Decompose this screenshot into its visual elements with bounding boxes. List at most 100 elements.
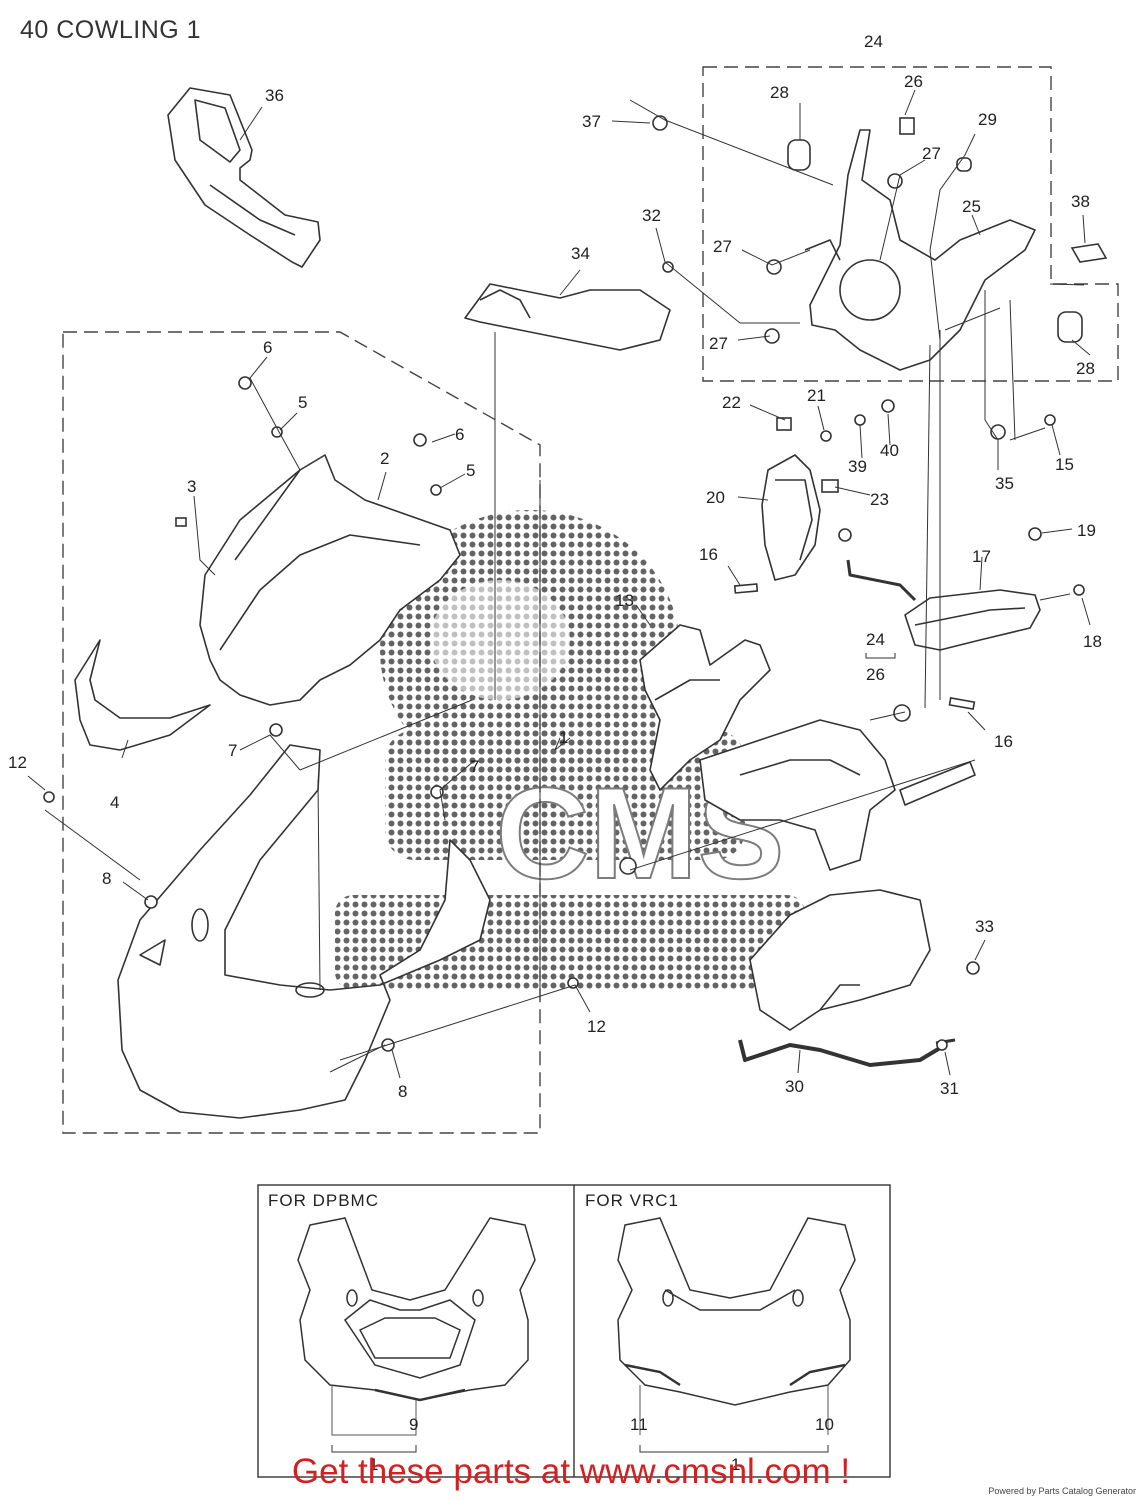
clip-22 [776, 417, 792, 431]
grommet-3 [175, 517, 187, 527]
callout-34: 34 [571, 244, 590, 263]
nut-8a [144, 895, 158, 909]
sub-assembly-bracket [865, 653, 896, 659]
pin-16b [948, 697, 976, 710]
callout-7a: 7 [228, 741, 237, 760]
callout-labels: 36 34 6 5 6 5 2 3 4 7 7 12 8 8 12 1 24 3… [8, 32, 1102, 1101]
nut-27b [764, 328, 780, 344]
trim-part [74, 639, 211, 751]
stay-part [699, 719, 896, 871]
screw-39 [854, 414, 866, 426]
screw-18 [1073, 584, 1085, 596]
variant-label-dpbmc: FOR DPBMC [268, 1191, 379, 1210]
nut-19 [1028, 527, 1042, 541]
callout-27b: 27 [709, 334, 728, 353]
callout-18: 18 [1083, 632, 1102, 651]
cowling-vrc1-drawing [617, 1217, 856, 1406]
callout-19: 19 [1077, 521, 1096, 540]
callout-24-top: 24 [864, 32, 883, 51]
callout-28b: 28 [1076, 359, 1095, 378]
callout-26a: 26 [904, 72, 923, 91]
callout-9: 9 [409, 1415, 418, 1434]
variant-label-vrc1: FOR VRC1 [585, 1191, 679, 1210]
callout-6b: 6 [455, 425, 464, 444]
bolt-6a [238, 376, 252, 390]
callout-12b: 12 [587, 1017, 606, 1036]
callout-29: 29 [978, 110, 997, 129]
powered-by-text: Powered by Parts Catalog Generator [988, 1486, 1136, 1496]
callout-10: 10 [815, 1415, 834, 1434]
screw-15 [1044, 414, 1056, 426]
callout-16a: 16 [699, 545, 718, 564]
callout-17: 17 [972, 547, 991, 566]
callout-5a: 5 [298, 393, 307, 412]
callout-5b: 5 [466, 461, 475, 480]
callout-6a: 6 [263, 338, 272, 357]
callout-33: 33 [975, 917, 994, 936]
nut-37 [652, 115, 668, 131]
washer-5b [430, 484, 442, 496]
callout-23: 23 [870, 490, 889, 509]
clip-26 [899, 117, 915, 135]
footer-link[interactable]: Get these parts at www.cmsnl.com ! [291, 1452, 851, 1491]
callout-16b: 16 [994, 732, 1013, 751]
callout-3: 3 [187, 477, 196, 496]
screw-12a [43, 791, 55, 803]
page-title: 40 COWLING 1 [20, 16, 202, 44]
nut-27a [766, 259, 782, 275]
variant-panel: FOR DPBMC FOR VRC1 9 1 11 10 1 [257, 1184, 891, 1478]
callout-11: 11 [630, 1415, 648, 1434]
screw-21 [820, 430, 832, 442]
screw-7a [269, 723, 283, 737]
leader-lines [27, 89, 1091, 1079]
callout-32: 32 [642, 206, 661, 225]
cowling-part [117, 744, 491, 1119]
callout-20: 20 [706, 488, 725, 507]
callout-28a: 28 [770, 83, 789, 102]
damper-28a [787, 139, 811, 171]
callout-27c: 27 [922, 144, 941, 163]
clip-23 [821, 479, 839, 493]
mirror-part [167, 87, 321, 268]
callout-8b: 8 [398, 1082, 407, 1101]
callout-1-vrc1: 1 [731, 1455, 740, 1474]
mirror-cover-part [464, 283, 671, 351]
callout-12a: 12 [8, 753, 27, 772]
callout-1-main: 1 [559, 728, 568, 747]
nut-27c [887, 173, 903, 189]
callout-1-dpbmc: 1 [369, 1455, 378, 1474]
damper-28b [1057, 311, 1083, 343]
callout-40: 40 [880, 441, 899, 460]
bracket-group-box [702, 66, 1119, 382]
parts [74, 87, 1041, 1119]
fasteners [43, 115, 1108, 1052]
pin-16a [733, 583, 759, 594]
air-duct-part [749, 889, 931, 1031]
washer-40 [881, 399, 895, 413]
fitting-31 [936, 1039, 948, 1051]
grommet-lower [619, 857, 637, 875]
bracket-part [809, 129, 1036, 371]
washer-5a [271, 426, 283, 438]
callout-31: 31 [940, 1079, 959, 1098]
callout-15: 15 [1055, 455, 1074, 474]
clip-38 [1070, 243, 1108, 263]
callout-39: 39 [848, 457, 867, 476]
callout-38: 38 [1071, 192, 1090, 211]
callout-25: 25 [962, 197, 981, 216]
callout-21: 21 [807, 386, 826, 405]
callout-22: 22 [722, 393, 741, 412]
cap-29 [956, 157, 972, 172]
callout-7b: 7 [470, 757, 479, 776]
callout-35: 35 [995, 474, 1014, 493]
bolt-32 [662, 261, 674, 273]
lamp-part [904, 589, 1041, 651]
inner-panel-part [639, 624, 771, 791]
callout-27a: 27 [713, 237, 732, 256]
callout-37: 37 [582, 112, 601, 131]
callout-13: 13 [615, 591, 634, 610]
screw-7b [430, 785, 444, 799]
bolt-6b [413, 433, 427, 447]
callout-4: 4 [110, 793, 119, 812]
